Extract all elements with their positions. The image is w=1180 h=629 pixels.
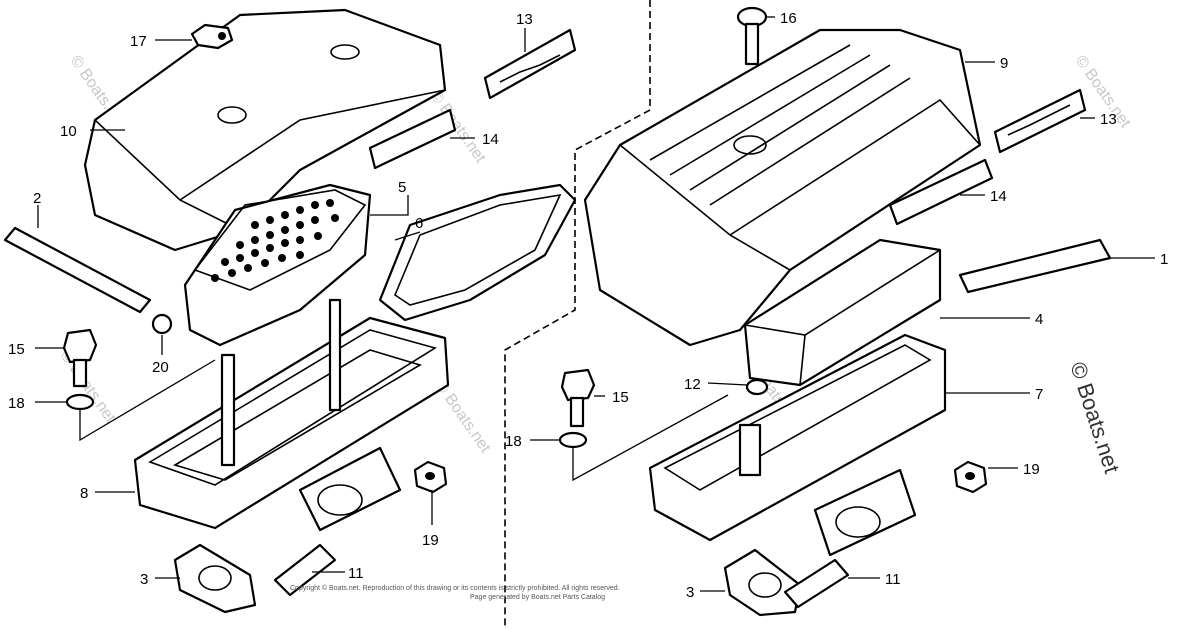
callout-3-left: 3: [140, 571, 148, 588]
right-short-tube: [783, 558, 850, 609]
right-cover-part: [583, 28, 982, 347]
callout-11-left: 11: [348, 565, 364, 582]
callout-14-right: 14: [990, 188, 1007, 205]
right-washer-part: [558, 431, 588, 449]
callout-6: 6: [415, 215, 423, 232]
right-small-nut: [745, 378, 769, 396]
leader-lines: [35, 16, 1155, 592]
left-washer-part: [65, 393, 95, 411]
right-bolt-part: [560, 368, 596, 428]
left-gasket-strip: [368, 108, 457, 170]
callout-19-left: 19: [422, 532, 439, 549]
right-tube-part: [958, 238, 1112, 294]
callout-18-left: 18: [8, 395, 25, 412]
right-nut-part: [953, 460, 988, 494]
filter-element-part: [183, 183, 372, 347]
left-seal-plate: [483, 28, 577, 100]
callout-18-right: 18: [505, 433, 522, 450]
right-gasket-strip: [888, 158, 994, 226]
footer-line-1: Copyright © Boats.net. Reproduction of t…: [290, 584, 620, 592]
right-seal-plate: [993, 88, 1087, 154]
callout-19-right: 19: [1023, 461, 1040, 478]
callout-17: 17: [130, 33, 147, 50]
callout-15-right: 15: [612, 389, 629, 406]
watermark-right-edge: © Boats.net: [1065, 359, 1124, 476]
callout-16: 16: [780, 10, 797, 27]
callout-4: 4: [1035, 311, 1043, 328]
left-cover-part: [83, 8, 447, 252]
callout-13-left: 13: [516, 11, 533, 28]
small-ring-part: [151, 313, 173, 335]
callout-2: 2: [33, 190, 41, 207]
callout-8: 8: [80, 485, 88, 502]
callout-13-right: 13: [1100, 111, 1117, 128]
callout-10: 10: [60, 123, 77, 140]
clip-part: [190, 23, 234, 50]
callout-11-right: 11: [885, 571, 901, 588]
left-short-tube: [273, 543, 337, 597]
callout-labels: 17 13 10 14 2 5 6 20 15 18 8 19 3 11 16 …: [8, 10, 1168, 601]
callout-15-left: 15: [8, 341, 25, 358]
seal-ring-part: [378, 183, 577, 322]
callout-9: 9: [1000, 55, 1008, 72]
right-knob-part: [736, 6, 768, 66]
left-tube-part: [3, 226, 152, 314]
callout-1: 1: [1160, 251, 1168, 268]
callout-14-left: 14: [482, 131, 499, 148]
callout-7: 7: [1035, 386, 1043, 403]
left-base-part: [133, 298, 450, 614]
callout-3-right: 3: [686, 584, 694, 601]
right-filter-part: [743, 238, 942, 387]
callout-12: 12: [684, 376, 701, 393]
callout-20: 20: [152, 359, 169, 376]
left-nut-part: [413, 460, 448, 494]
divider-line-top: [504, 0, 651, 629]
callout-5: 5: [398, 179, 406, 196]
footer-line-2: Page generated by Boats.net Parts Catalo…: [470, 594, 605, 601]
right-base-part: [648, 333, 947, 617]
